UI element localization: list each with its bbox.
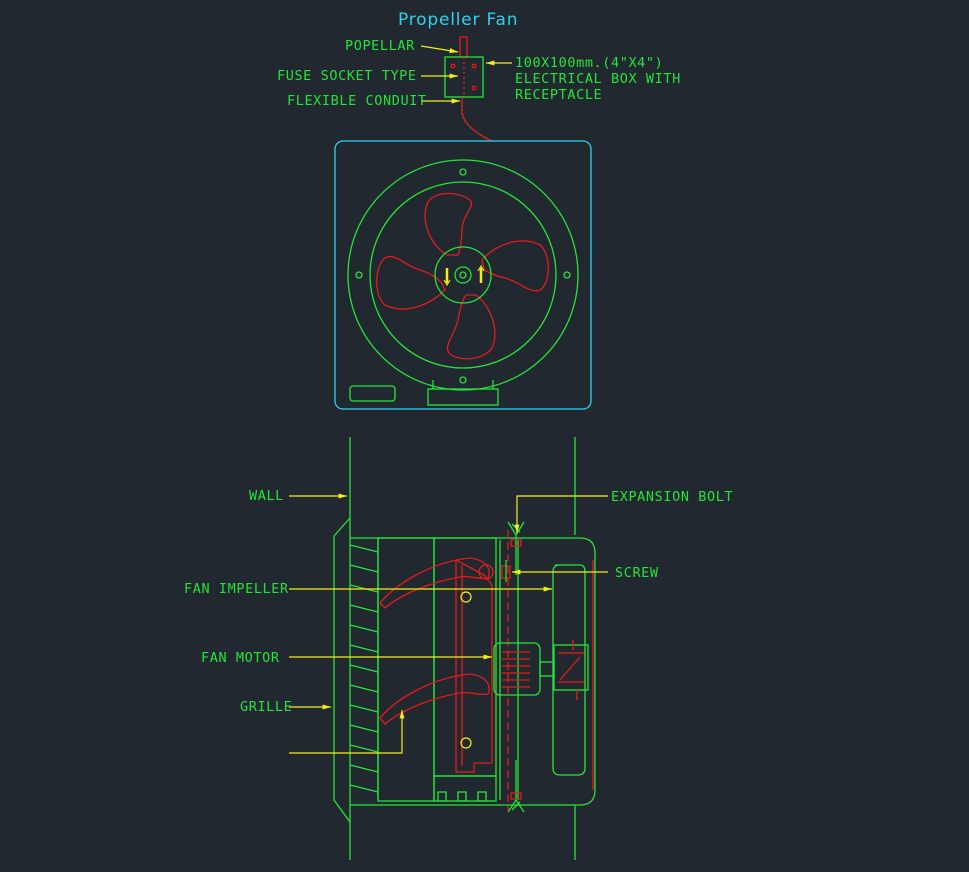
label-flexible-conduit: FLEXIBLE CONDUIT — [287, 93, 427, 109]
label-fuse-socket-type: FUSE SOCKET TYPE — [277, 68, 417, 84]
label-wall: WALL — [249, 488, 284, 504]
label-expansion-bolt: EXPANSION BOLT — [611, 489, 733, 505]
label-box-line3: RECEPTACLE — [515, 87, 602, 103]
electrical-box-detail — [444, 36, 493, 142]
popellar-leader — [420, 45, 459, 54]
blade-leader — [289, 710, 405, 754]
label-fan-impeller: FAN IMPELLER — [184, 581, 289, 597]
expansion-bolt-bottom — [507, 760, 525, 813]
expansion-bolt-leader — [514, 495, 608, 533]
label-box-line2: ELECTRICAL BOX WITH — [515, 71, 681, 87]
label-screw: SCREW — [615, 565, 659, 581]
drawing-title: Propeller Fan — [398, 10, 518, 30]
label-grille: GRILLE — [240, 699, 292, 715]
label-fan-motor: FAN MOTOR — [201, 650, 280, 666]
label-box-line1: 100X100mm.(4"X4") — [515, 55, 663, 71]
screw — [501, 560, 511, 582]
fan-front-view — [334, 140, 592, 410]
label-popellar: POPELLAR — [345, 38, 415, 54]
grille-slats — [349, 538, 379, 800]
propeller-blades — [376, 192, 549, 360]
rotation-arrows — [443, 264, 485, 287]
fan-section-view — [333, 437, 596, 860]
